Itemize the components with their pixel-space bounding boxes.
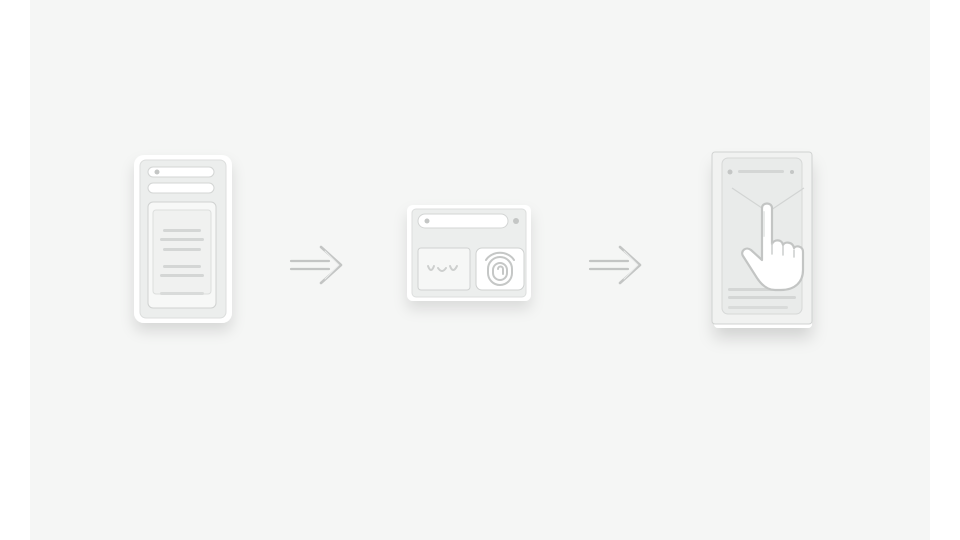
connector-arrow-2 bbox=[588, 241, 644, 289]
frame-edge-right bbox=[930, 0, 960, 540]
frame-edge-left bbox=[0, 0, 30, 540]
step-phone-document bbox=[134, 150, 234, 330]
diagram-canvas bbox=[30, 0, 930, 540]
phone-touch-icon bbox=[711, 151, 813, 328]
arrow-right-icon bbox=[588, 245, 642, 285]
browser-fingerprint-icon bbox=[407, 205, 531, 301]
step-browser-fingerprint bbox=[402, 200, 532, 305]
phone-document-icon bbox=[134, 155, 232, 323]
step-phone-touch bbox=[710, 150, 815, 340]
pointing-hand-icon bbox=[741, 202, 805, 292]
connector-arrow-1 bbox=[289, 241, 345, 289]
arrow-right-icon bbox=[289, 245, 343, 285]
